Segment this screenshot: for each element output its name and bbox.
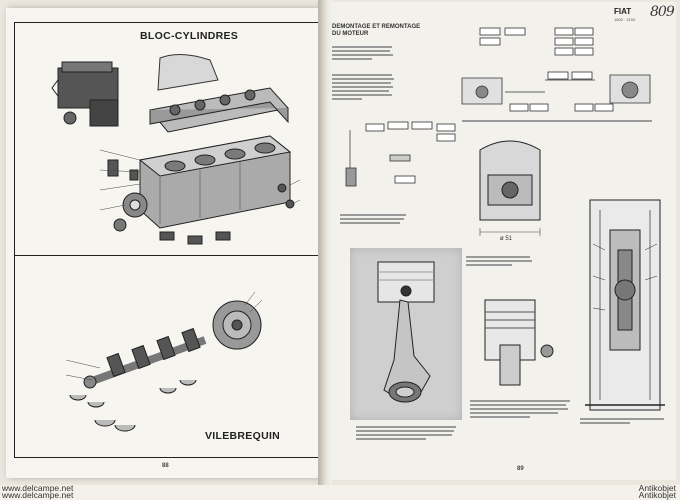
footer-left-url-2: www.delcampe.net: [2, 490, 74, 500]
piston-dimension-diagram: [461, 27, 651, 112]
footer-right-seller: Antikobjet: [638, 483, 676, 493]
running-subhead: 1800 · 2100: [614, 17, 636, 22]
figure-caption-top: [462, 118, 652, 124]
figure-caption-mid: [466, 254, 536, 268]
diameter-dimension-label: ø 51: [500, 236, 513, 242]
technical-drawings: [51, 27, 665, 432]
figure-caption-bottom: [470, 398, 574, 420]
piston-rings-drawing: [484, 299, 554, 386]
footer-left-url: www.delcampe.net: [2, 483, 74, 493]
right-page-number: 89: [517, 466, 524, 472]
leader-lines-top: [99, 149, 301, 211]
running-head: FIAT: [614, 7, 632, 16]
ring-dimension-list: [345, 121, 456, 187]
cylinder-head-drawing: [149, 87, 289, 133]
photo-caption: [356, 424, 460, 442]
piston-conrod-figure: [377, 261, 435, 403]
footer-right: Antikobjet Antikobjet: [638, 483, 676, 500]
body-text-block-1: [332, 44, 394, 62]
flywheel-drawing: [212, 300, 262, 350]
vilebrequin-title: VILEBREQUIN: [205, 430, 281, 442]
cylinder-block-drawing: [138, 135, 292, 229]
figure-caption-left-1: [340, 212, 408, 226]
leader-lines-bottom: [65, 291, 263, 381]
cylinder-head-cover-drawing: [157, 54, 219, 91]
figure-caption: [580, 416, 670, 426]
section-heading-line-2: DU MOTEUR: [332, 31, 369, 37]
left-page-divider: [14, 255, 320, 256]
left-page-number: 88: [162, 463, 169, 469]
block-small-parts: [107, 159, 295, 245]
section-heading: DEMONTAGE ET REMONTAGE DU MOTEUR: [332, 24, 420, 38]
section-heading-line-1: DEMONTAGE ET REMONTAGE: [332, 24, 421, 30]
footer-left: www.delcampe.net www.delcampe.net: [2, 483, 74, 500]
bloc-cylindres-title: BLOC-CYLINDRES: [140, 30, 239, 42]
footer-strip: [0, 485, 680, 499]
book-gutter: [318, 0, 332, 485]
crankshaft-drawing: [83, 327, 207, 389]
engine-small-view-drawing: [51, 61, 119, 127]
bearing-shells: [69, 379, 197, 432]
footer-right-seller-2: Antikobjet: [638, 490, 676, 500]
body-text-block-2: [332, 72, 394, 102]
handwritten-mark: 809: [650, 4, 675, 20]
scanned-spread: BLOC-CYLINDRES VILEBREQUIN 88 FIAT 1800 …: [0, 0, 680, 485]
crankcase-bearing-section-drawing: [585, 199, 665, 411]
piston-cross-section-drawing: [479, 140, 541, 236]
